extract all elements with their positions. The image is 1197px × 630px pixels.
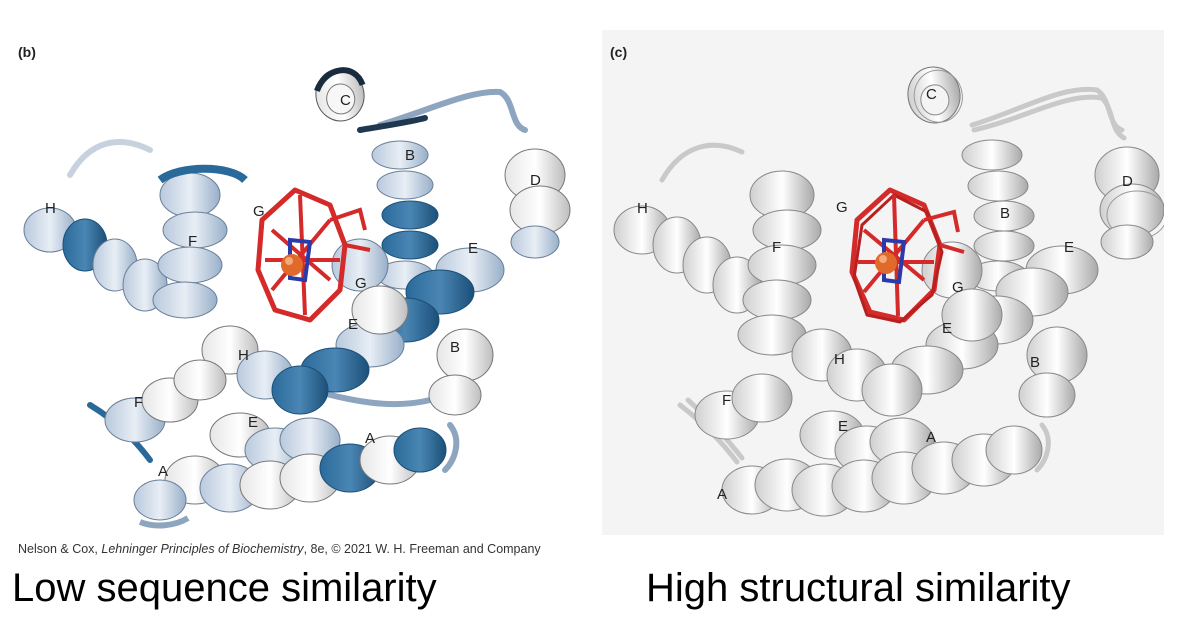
credit-book-title: Lehninger Principles of Biochemistry xyxy=(101,542,304,556)
helix-label: H xyxy=(238,347,249,364)
protein-ribbon-b: C B D H G F E G E H B F E A A xyxy=(23,67,571,529)
panel-b-low-sequence-similarity: (b) xyxy=(10,30,572,556)
credit-suffix: , 8e, © 2021 W. H. Freeman and Company xyxy=(303,542,541,556)
credit-prefix: Nelson & Cox, xyxy=(18,542,102,556)
helix-label: F xyxy=(772,239,781,256)
caption-high-structural-similarity: High structural similarity xyxy=(646,566,1071,610)
helix-label: A xyxy=(717,486,727,503)
helix-labels-b: C B D H G F E G E H B F E A A xyxy=(45,92,541,480)
helix-label: H xyxy=(834,351,845,368)
helix-label: D xyxy=(530,172,541,189)
panel-c-high-structural-similarity: (c) xyxy=(602,30,1164,535)
helix-label: F xyxy=(188,233,197,250)
heme-group-c xyxy=(849,187,965,324)
helix-label: E xyxy=(1064,239,1074,256)
helix-label: B xyxy=(450,339,460,356)
helix-label: E xyxy=(348,316,358,333)
helix-label: F xyxy=(722,392,731,409)
helix-label: E xyxy=(942,320,952,337)
panel-letter-c: (c) xyxy=(610,44,628,60)
panel-letter-b: (b) xyxy=(18,44,36,60)
helix-label: A xyxy=(158,463,168,480)
helix-label: G xyxy=(836,199,848,216)
helix-label: B xyxy=(1030,354,1040,371)
helix-labels-c: C H G F B D E G E H B F E A A xyxy=(637,86,1133,503)
helix-label: D xyxy=(1122,173,1133,190)
helix-label: G xyxy=(952,279,964,296)
heme-group-b xyxy=(255,187,371,323)
helix-label: G xyxy=(253,203,265,220)
helix-label: A xyxy=(365,430,375,447)
protein-ribbon-c: C H G F B D E G E H B F E A A xyxy=(613,66,1164,517)
helix-label: E xyxy=(468,240,478,257)
helix-label: A xyxy=(926,429,936,446)
helix-label: F xyxy=(134,394,143,411)
image-credit: Nelson & Cox, Lehninger Principles of Bi… xyxy=(18,542,541,556)
helices-b xyxy=(23,67,571,529)
helices-c xyxy=(613,66,1164,517)
iron-atom-c xyxy=(875,252,897,274)
helix-label: C xyxy=(340,92,351,109)
helix-label: B xyxy=(405,147,415,164)
caption-low-sequence-similarity: Low sequence similarity xyxy=(12,566,437,610)
helix-label: C xyxy=(926,86,937,103)
helix-label: H xyxy=(45,200,56,217)
helix-label: H xyxy=(637,200,648,217)
helix-label: G xyxy=(355,275,367,292)
helix-label: E xyxy=(838,418,848,435)
iron-atom-b xyxy=(281,254,303,276)
helix-label: B xyxy=(1000,205,1010,222)
helix-label: E xyxy=(248,414,258,431)
